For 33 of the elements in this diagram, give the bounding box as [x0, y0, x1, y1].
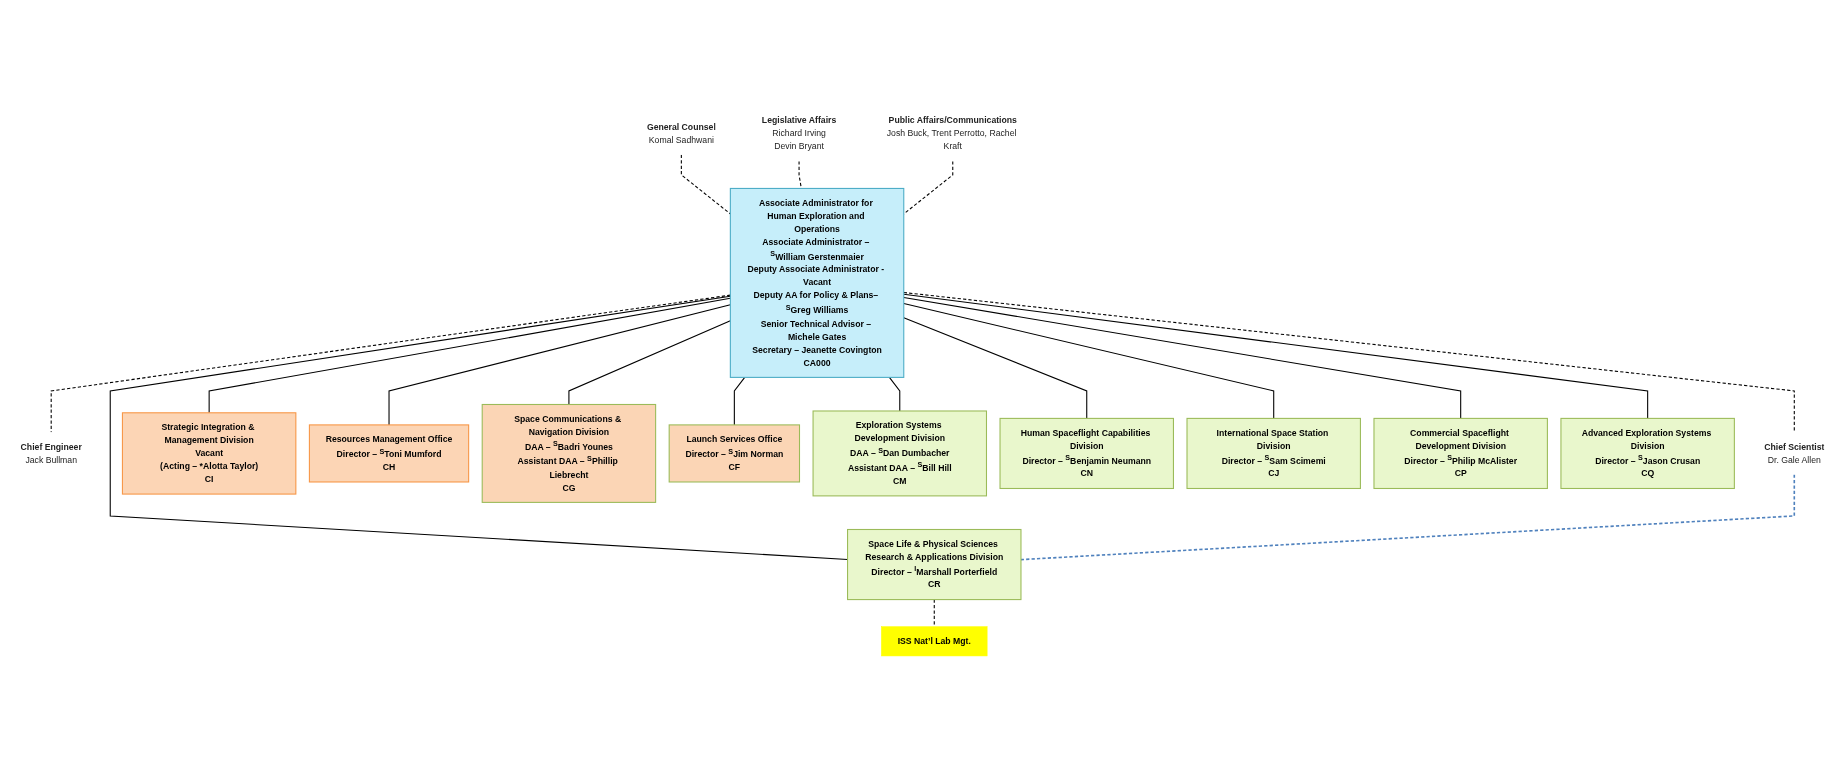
connector: [1020, 473, 1796, 561]
connector: [798, 160, 802, 189]
connector: [888, 376, 901, 412]
node-box: Launch Services Office Director – $^{S}$Jim Norman CF: [668, 424, 801, 483]
connector: [903, 293, 1649, 419]
node-box: Strategic Integration & Management Division Vacant (Acting – *Alotta Taylor) CI: [121, 412, 297, 495]
node-box: Exploration Systems Development Division DAA – $^{S}$Dan Dumbacher Assistant DAA – $^{S}$Bill Hill CM: [812, 410, 987, 497]
node-box: Associate Administrator for Human Exploration and Operations Associate Administrator – $^{S}$William Gerstenmaier Deputy Associate Administrator - Vacant Deputy AA for Policy & Plans– $^{S}$Greg Williams Senior Technical Advisor – Michele Gates Secretary – Jeanette Covington CA000: [729, 187, 905, 378]
node-box: ISS Nat’l Lab Mgt.: [881, 626, 988, 657]
node-text: Public Affairs/Communications Josh Buck, Trent Perrotto, Rachel Kraft: [886, 115, 1017, 152]
connector: [903, 160, 954, 215]
connector: [903, 302, 1275, 419]
node-box: Space Life & Physical Sciences Research & Applications Division Director – $^{I}$Marshall Porterfield CR: [847, 528, 1022, 601]
connector: [903, 317, 1088, 419]
node-text: Chief Engineer Jack Bullman: [20, 442, 82, 465]
connector: [208, 297, 731, 414]
node-text: Chief Scientist Dr. Gale Allen: [1764, 442, 1825, 465]
connector: [388, 304, 731, 426]
node-box: Commercial Spaceflight Development Division Director – $^{S}$Philip McAlister CP: [1373, 417, 1548, 490]
node-box: Advanced Exploration Systems Division Director – $^{S}$Jason Crusan CQ: [1560, 417, 1735, 490]
connector: [680, 154, 731, 215]
node-text: General Counsel Komal Sadhwani: [646, 122, 716, 145]
connector: [903, 291, 1795, 433]
connector: [733, 376, 746, 426]
node-text: Legislative Affairs Richard Irving Devin Bryant: [761, 115, 837, 152]
node-box: Space Communications & Navigation Division DAA – $^{S}$Badri Younes Assistant DAA – $^{S}$Phillip Liebrecht CG: [481, 403, 657, 503]
node-box: International Space Station Division Director – $^{S}$Sam Scimemi CJ: [1186, 417, 1361, 490]
node-box: Resources Management Office Director – $^{S}$Toni Mumford CH: [308, 424, 470, 483]
connector: [50, 294, 731, 433]
connector: [568, 320, 731, 406]
node-box: Human Spaceflight Capabilities Division Director – $^{S}$Benjamin Neumann CN: [999, 417, 1174, 490]
connector: [933, 599, 935, 628]
connector: [903, 296, 1462, 419]
